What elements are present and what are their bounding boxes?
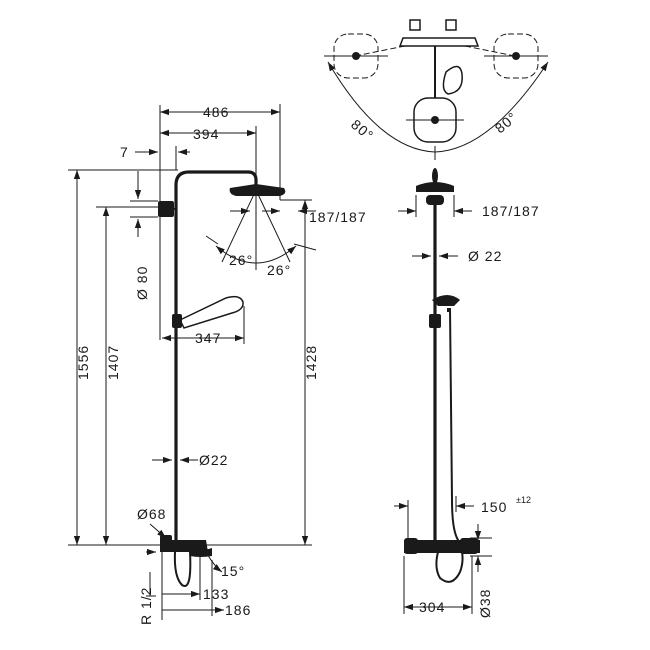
dim-d38: Ø38 <box>477 589 493 618</box>
dim-1428: 1428 <box>303 345 319 380</box>
dim-186: 186 <box>225 602 251 618</box>
dim-d22-right: Ø 22 <box>468 248 502 264</box>
overhead-shower <box>229 184 286 196</box>
plan-hand-shower <box>442 65 463 95</box>
hand-shower-holder <box>172 314 182 328</box>
dim-26b: 26° <box>267 262 291 278</box>
dim-d22-left: Ø22 <box>199 452 228 468</box>
dim-304: 304 <box>419 599 445 615</box>
dim-394: 394 <box>193 126 219 142</box>
top-view: 80° 80° <box>324 19 549 160</box>
hand-shower <box>178 295 244 329</box>
bath-spout <box>190 548 212 557</box>
front-hose <box>435 307 464 583</box>
dim-150-tol: ±12 <box>516 495 531 505</box>
dim-80-left: 80° <box>348 116 377 144</box>
dim-26a: 26° <box>229 252 253 268</box>
hose <box>173 539 192 587</box>
thermostat-body <box>160 540 208 552</box>
dim-187-left: 187/187 <box>309 209 367 225</box>
wall-bracket-top <box>158 201 174 217</box>
dim-486: 486 <box>203 104 229 120</box>
dim-7: 7 <box>120 144 129 160</box>
dim-1407: 1407 <box>105 345 121 380</box>
dim-187-right: 187/187 <box>482 203 540 219</box>
dim-1556: 1556 <box>75 345 91 380</box>
riser-pipe <box>174 170 258 545</box>
dim-d80: Ø 80 <box>134 266 150 300</box>
front-view: 187/187 Ø 22 150 ±12 Ø38 304 <box>394 168 540 618</box>
dim-d68: Ø68 <box>137 506 166 522</box>
front-overhead-shower <box>416 182 454 192</box>
dim-347: 347 <box>195 330 221 346</box>
dim-133: 133 <box>203 586 229 602</box>
dim-150: 150 <box>481 499 507 515</box>
dim-r12: R 1/2 <box>138 587 154 625</box>
front-hand-shower <box>432 295 460 306</box>
dim-15: 15° <box>221 563 245 579</box>
plan-thermostat <box>398 37 480 47</box>
side-view: 486 394 7 Ø 80 187/187 26° 26° 347 1556 <box>68 104 367 625</box>
dim-80-right: 80° <box>492 109 521 137</box>
